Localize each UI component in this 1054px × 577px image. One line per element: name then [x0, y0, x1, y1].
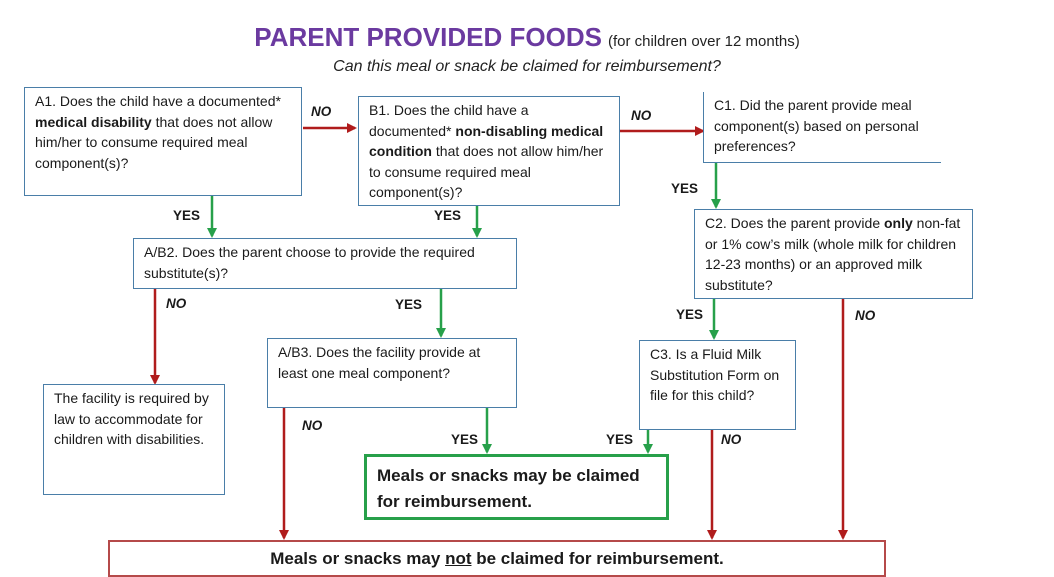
- label-yes-ab3: YES: [451, 432, 479, 447]
- label-yes-c3: YES: [606, 432, 634, 447]
- box-law: The facility is required by law to accom…: [43, 384, 225, 495]
- label-no-c2: NO: [855, 308, 876, 323]
- label-no-a1: NO: [311, 104, 332, 119]
- box-a1: A1. Does the child have a documented* me…: [24, 87, 302, 196]
- box-c2: C2. Does the parent provide only non-fat…: [694, 209, 973, 299]
- box-b1: B1. Does the child have a documented* no…: [358, 96, 620, 206]
- label-yes-c2: YES: [676, 307, 704, 322]
- label-yes-a1: YES: [173, 208, 201, 223]
- box-c3: C3. Is a Fluid Milk Substitution Form on…: [639, 340, 796, 430]
- label-yes-c1: YES: [671, 181, 699, 196]
- title-note: (for children over 12 months): [607, 33, 800, 50]
- result-claimable: Meals or snacks may be claimed for reimb…: [364, 454, 669, 520]
- label-no-c3: NO: [721, 432, 742, 447]
- page-title: PARENT PROVIDED FOODS (for children over …: [0, 22, 1054, 53]
- box-c1: C1. Did the parent provide meal componen…: [703, 92, 941, 163]
- label-yes-b1: YES: [434, 208, 462, 223]
- label-no-b1: NO: [631, 108, 652, 123]
- box-ab3: A/B3. Does the facility provide at least…: [267, 338, 517, 408]
- label-no-ab2: NO: [166, 296, 187, 311]
- page-question: Can this meal or snack be claimed for re…: [333, 58, 721, 75]
- result-not-claimable: Meals or snacks may not be claimed for r…: [108, 540, 886, 577]
- label-no-ab3: NO: [302, 418, 323, 433]
- title-main: PARENT PROVIDED FOODS: [254, 22, 602, 52]
- box-ab2: A/B2. Does the parent choose to provide …: [133, 238, 517, 289]
- label-yes-ab2: YES: [395, 297, 423, 312]
